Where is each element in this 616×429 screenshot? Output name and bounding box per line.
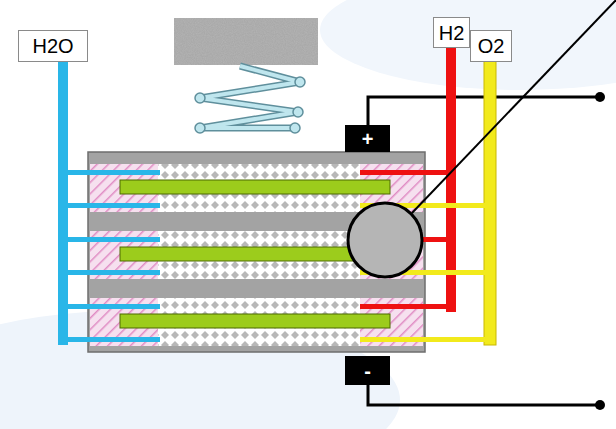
terminal-dot (595, 400, 605, 410)
hydrogen-channel (360, 304, 452, 309)
leader-line (412, 0, 616, 213)
electrode (120, 180, 390, 194)
fluid-name: H2O (32, 36, 73, 56)
weight-block (174, 18, 318, 65)
water-pipe (58, 60, 68, 345)
fluid-name: H2 (439, 23, 465, 43)
fluid-name: O2 (478, 36, 505, 56)
fluid-label: H2 (433, 17, 470, 48)
hydrogen-channel (360, 170, 452, 175)
spring-joint (295, 77, 305, 87)
fluid-label: H2O (18, 30, 88, 62)
spring-joint (293, 107, 303, 117)
spring-joint (195, 123, 205, 133)
stack-housing (88, 152, 425, 352)
terminal-box: - (345, 356, 390, 385)
spring-outline (200, 66, 300, 128)
polarity-sign: - (364, 361, 371, 381)
water-channel (58, 304, 160, 309)
fluid-label: O2 (470, 30, 512, 62)
weight-texture (174, 18, 318, 65)
water-channel (58, 337, 160, 342)
spring (200, 66, 300, 128)
terminal-box: + (345, 125, 390, 152)
terminal-dot (595, 92, 605, 102)
water-channel (58, 170, 160, 175)
water-channel (58, 237, 160, 242)
oxygen-channel (360, 337, 490, 342)
polarity-sign: + (362, 129, 374, 149)
detail-circle (348, 203, 422, 277)
spring-joint (195, 93, 205, 103)
water-channel (58, 203, 160, 208)
water-channel (58, 270, 160, 275)
oxygen-pipe (484, 60, 496, 345)
spring-joint (290, 123, 300, 133)
negative-wire (368, 385, 600, 405)
electrode (120, 314, 390, 328)
